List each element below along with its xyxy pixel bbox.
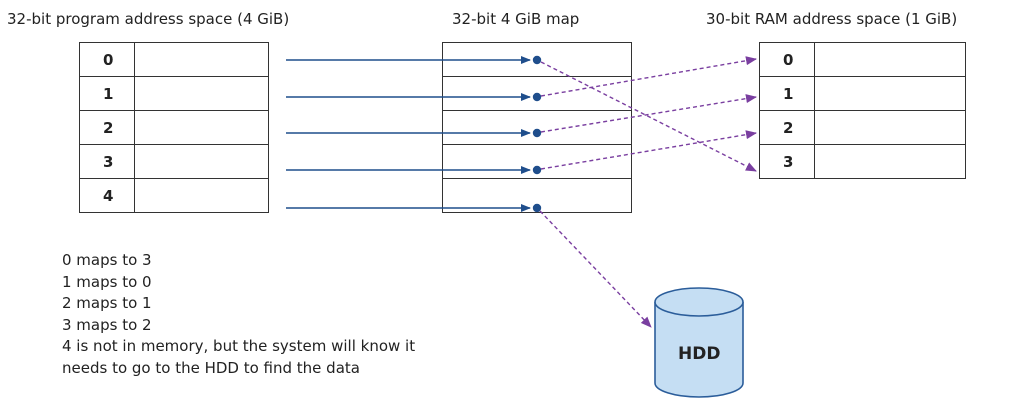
note-line: 4 is not in memory, but the system will … bbox=[62, 337, 416, 355]
program-row-3: 3 bbox=[79, 144, 269, 179]
note-line: 2 maps to 1 bbox=[62, 294, 152, 312]
dashed-arrow-3-to-2 bbox=[540, 130, 757, 170]
mapping-notes: 0 maps to 3 1 maps to 0 2 maps to 1 3 ma… bbox=[62, 250, 415, 379]
program-row-label: 4 bbox=[79, 178, 135, 213]
program-row-label: 3 bbox=[79, 144, 135, 179]
map-dot-3 bbox=[532, 165, 542, 175]
program-row-0: 0 bbox=[79, 42, 269, 77]
dashed-arrow-2-to-1 bbox=[540, 94, 757, 133]
program-row-2: 2 bbox=[79, 110, 269, 145]
map-title: 32-bit 4 GiB map bbox=[452, 10, 580, 28]
hdd-cylinder-icon bbox=[654, 287, 744, 398]
ram-row-1: 1 bbox=[759, 76, 966, 111]
map-table bbox=[442, 42, 632, 213]
ram-row-label: 3 bbox=[759, 144, 815, 179]
program-row-cell bbox=[134, 76, 269, 111]
program-row-cell bbox=[134, 144, 269, 179]
ram-row-cell bbox=[814, 144, 966, 179]
program-row-cell bbox=[134, 178, 269, 213]
ram-row-cell bbox=[814, 76, 966, 111]
program-row-label: 2 bbox=[79, 110, 135, 145]
program-row-cell bbox=[134, 42, 269, 77]
map-dot-1 bbox=[532, 92, 542, 102]
ram-space-title: 30-bit RAM address space (1 GiB) bbox=[706, 10, 958, 28]
ram-row-label: 1 bbox=[759, 76, 815, 111]
program-row-cell bbox=[134, 110, 269, 145]
program-space-title: 32-bit program address space (4 GiB) bbox=[7, 10, 290, 28]
program-address-table: 0 1 2 3 4 bbox=[79, 42, 269, 213]
note-line: 3 maps to 2 bbox=[62, 315, 152, 334]
hdd-label: HDD bbox=[678, 344, 721, 364]
map-dot-4 bbox=[532, 203, 542, 213]
note-line: 0 maps to 3 bbox=[62, 251, 152, 269]
program-row-4: 4 bbox=[79, 178, 269, 213]
ram-row-cell bbox=[814, 110, 966, 145]
map-dot-0 bbox=[532, 55, 542, 65]
program-row-1: 1 bbox=[79, 76, 269, 111]
ram-row-2: 2 bbox=[759, 110, 966, 145]
ram-row-3: 3 bbox=[759, 144, 966, 179]
dashed-arrow-4-to-hdd bbox=[539, 210, 652, 328]
note-line: needs to go to the HDD to find the data bbox=[62, 358, 360, 377]
map-dot-2 bbox=[532, 128, 542, 138]
dashed-arrow-0-to-3 bbox=[540, 61, 757, 172]
ram-row-0: 0 bbox=[759, 42, 966, 77]
dashed-arrow-1-to-0 bbox=[540, 56, 757, 97]
ram-address-table: 0 1 2 3 bbox=[759, 42, 966, 179]
note-line: 1 maps to 0 bbox=[62, 272, 152, 291]
